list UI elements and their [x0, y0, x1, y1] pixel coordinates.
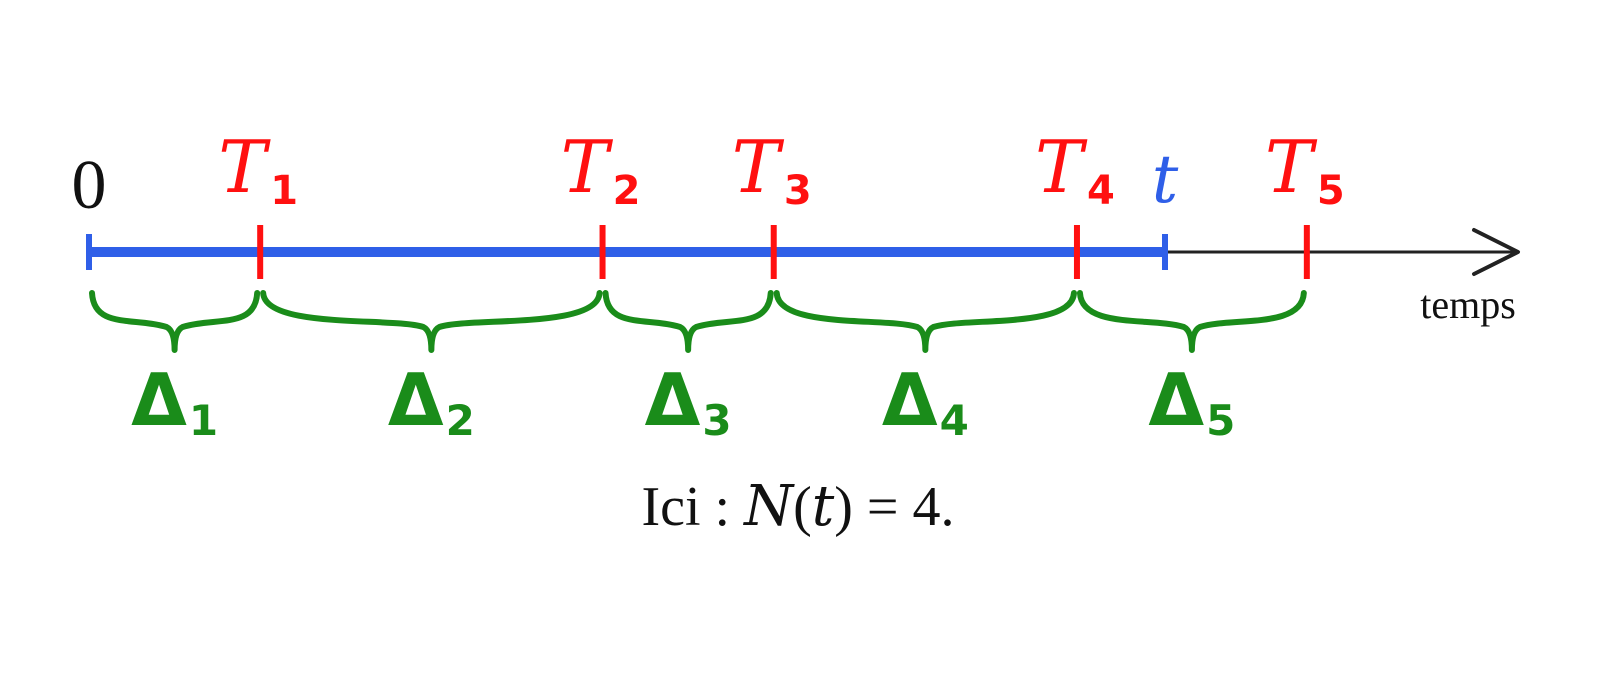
caption: Ici : N(t) = 4. — [641, 474, 954, 539]
interval-brace-5 — [1076, 290, 1307, 353]
interval-brace-2 — [260, 290, 603, 353]
caption-arg: t — [812, 474, 835, 539]
interval-label-5: Δ5 — [1148, 358, 1235, 445]
interval-braces: Δ1 Δ2 Δ3 Δ4 Δ5 — [89, 290, 1307, 445]
interval-label-4: Δ4 — [882, 358, 969, 445]
caption-equals: = — [853, 476, 913, 538]
axis-label-temps: temps — [1420, 282, 1516, 327]
interval-brace-4 — [773, 290, 1077, 353]
caption-func: N — [742, 474, 795, 539]
caption-prefix: Ici : — [641, 476, 744, 538]
interval-label-1: Δ1 — [131, 358, 218, 445]
interval-brace-1 — [89, 290, 261, 353]
current-time-label: t — [1152, 141, 1179, 218]
caption-value: 4. — [913, 476, 955, 538]
origin-label: 0 — [72, 147, 107, 224]
axis-arrow-icon — [1472, 228, 1520, 276]
caption-open-paren: ( — [793, 476, 812, 538]
caption-close-paren: ) — [834, 476, 853, 538]
interval-label-2: Δ2 — [388, 358, 475, 445]
interval-label-3: Δ3 — [645, 358, 732, 445]
interval-brace-3 — [602, 290, 774, 353]
